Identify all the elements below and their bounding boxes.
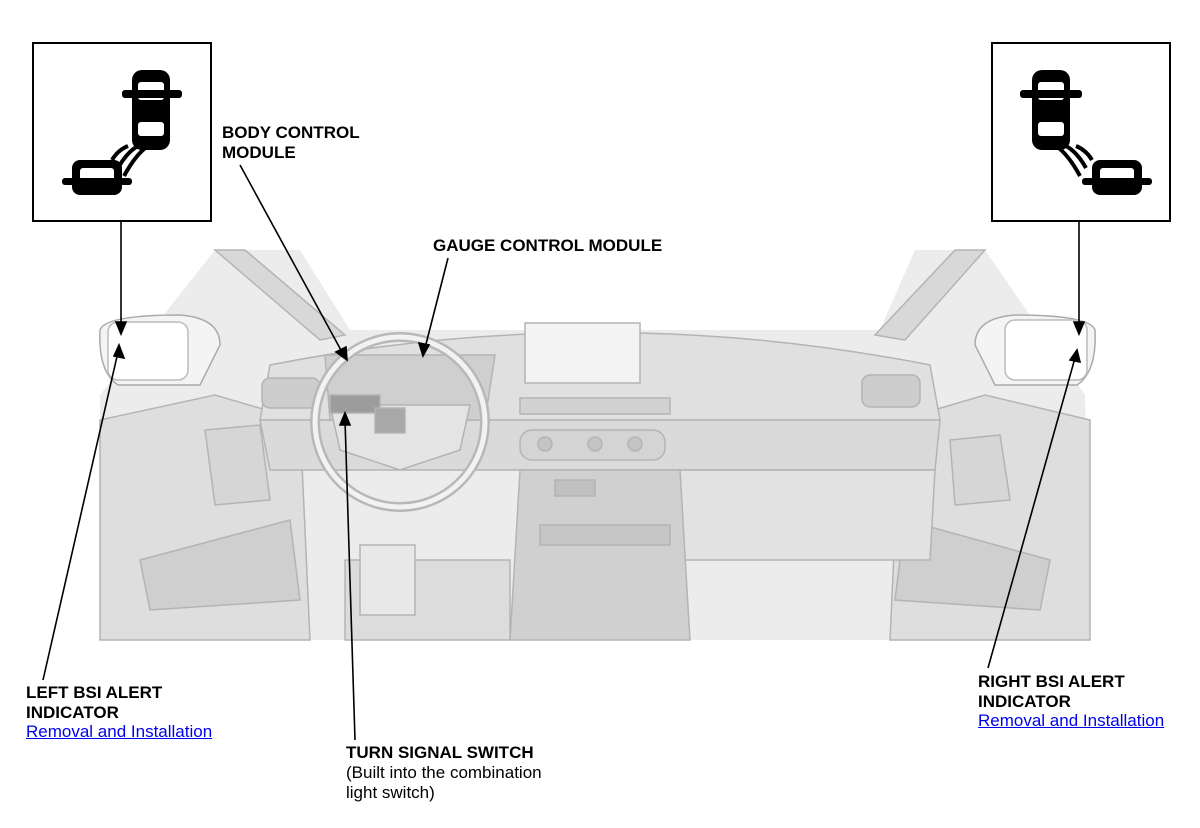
body-control-module-label: BODY CONTROL MODULE bbox=[222, 123, 360, 163]
left-bsi-line1: LEFT BSI ALERT bbox=[26, 683, 163, 702]
leader-lines bbox=[42, 164, 1086, 741]
turn-signal-switch-label: TURN SIGNAL SWITCH bbox=[346, 743, 534, 762]
right-bsi-line2: INDICATOR bbox=[978, 692, 1071, 711]
bsi-left-alert-icon bbox=[32, 42, 212, 222]
body-control-module-line2: MODULE bbox=[222, 143, 296, 162]
vehicle-interior-illustration bbox=[99, 249, 1096, 641]
right-bsi-label: RIGHT BSI ALERT INDICATOR bbox=[978, 672, 1125, 712]
gauge-control-module-label: GAUGE CONTROL MODULE bbox=[433, 236, 663, 255]
left-bsi-line2: INDICATOR bbox=[26, 703, 119, 722]
turn-signal-note-line1: (Built into the combination bbox=[346, 763, 542, 782]
bsi-right-alert-icon bbox=[991, 42, 1171, 222]
body-control-module-line1: BODY CONTROL bbox=[222, 123, 360, 142]
left-removal-installation-link[interactable]: Removal and Installation bbox=[26, 722, 213, 741]
turn-signal-note-line2: light switch) bbox=[346, 783, 435, 802]
right-removal-installation-link[interactable]: Removal and Installation bbox=[978, 711, 1165, 730]
turn-signal-switch-note: (Built into the combination light switch… bbox=[346, 763, 542, 803]
right-bsi-line1: RIGHT BSI ALERT bbox=[978, 672, 1125, 691]
left-bsi-label: LEFT BSI ALERT INDICATOR bbox=[26, 683, 162, 723]
